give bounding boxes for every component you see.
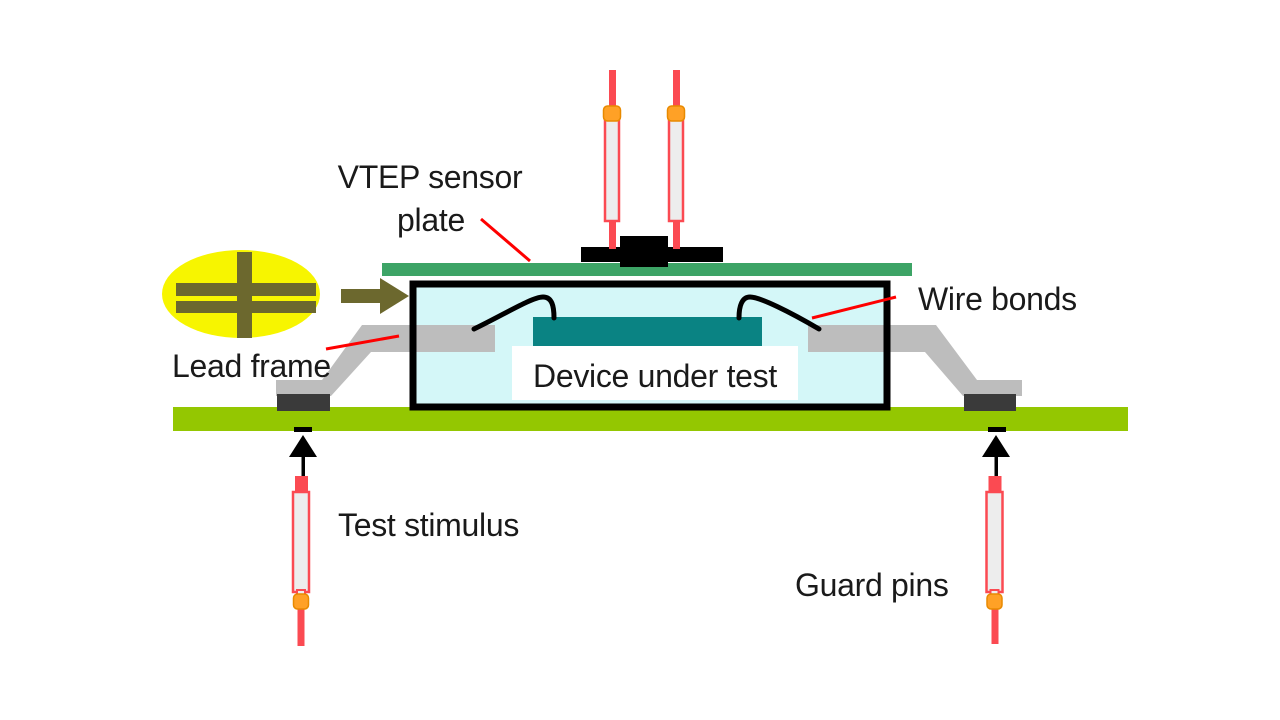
label-guard-pins: Guard pins <box>795 567 949 603</box>
stimulus-contact-tick <box>294 427 312 432</box>
flow-arrow-head <box>380 278 409 314</box>
coupling-symbol <box>162 250 320 338</box>
label-vtep-sensor-line2: plate <box>397 202 465 238</box>
probe-tip <box>673 70 680 112</box>
pin-tail <box>991 605 999 644</box>
guard-arrow-stem <box>994 455 998 477</box>
connector-base-bar <box>581 247 723 262</box>
sense-probe-left <box>602 70 622 249</box>
callout-line-wire-bonds <box>811 295 897 320</box>
dut-label-box <box>512 346 798 400</box>
label-lead-frame: Lead frame <box>172 348 331 384</box>
flow-arrow-shaft <box>341 289 382 303</box>
pin-cap <box>295 476 308 494</box>
pin-cap <box>988 476 1002 494</box>
flow-arrow <box>341 278 409 314</box>
probe-tail <box>609 219 616 249</box>
label-vtep-sensor-line1: VTEP sensor <box>338 159 523 195</box>
guard-contact-tick <box>988 427 1006 432</box>
sense-probe-right <box>666 70 686 249</box>
probe-tail <box>673 219 680 249</box>
label-test-stimulus: Test stimulus <box>338 507 519 543</box>
pin-tail <box>297 605 305 646</box>
solder-pad-right <box>964 394 1016 411</box>
lead-frame <box>276 325 1022 396</box>
sensor-connector <box>581 236 723 267</box>
wire-bond-right <box>736 294 822 332</box>
die-chip <box>533 317 762 347</box>
pin-body <box>291 490 311 594</box>
probe-body <box>603 117 621 223</box>
guard-probe <box>982 427 1010 644</box>
probe-body <box>667 117 685 223</box>
callout-line-vtep-plate <box>480 217 531 263</box>
label-wire-bonds: Wire bonds <box>918 281 1077 317</box>
coupling-symbol-lower-bar <box>176 301 316 313</box>
solder-pad-left <box>277 394 330 411</box>
probe-collar <box>602 105 622 122</box>
probe-collar <box>666 105 686 122</box>
pin-collar <box>986 593 1003 610</box>
label-device-under-test: Device under test <box>533 358 777 394</box>
guard-arrow-head <box>982 435 1010 457</box>
vtep-sensor-plate <box>382 263 912 276</box>
test-stimulus-probe <box>289 427 317 646</box>
callout-line-lead-frame <box>325 334 400 351</box>
wire-bond-left <box>471 294 557 332</box>
package-outline <box>409 280 891 411</box>
probe-tip <box>609 70 616 112</box>
lead-frame-left <box>276 325 495 396</box>
stimulus-arrow-stem <box>301 455 305 478</box>
lead-frame-right <box>808 325 1022 396</box>
pin-collar <box>292 593 310 610</box>
pin-body <box>985 490 1004 594</box>
stimulus-arrow-head <box>289 435 317 457</box>
coupling-symbol-upper-bar <box>176 283 316 296</box>
